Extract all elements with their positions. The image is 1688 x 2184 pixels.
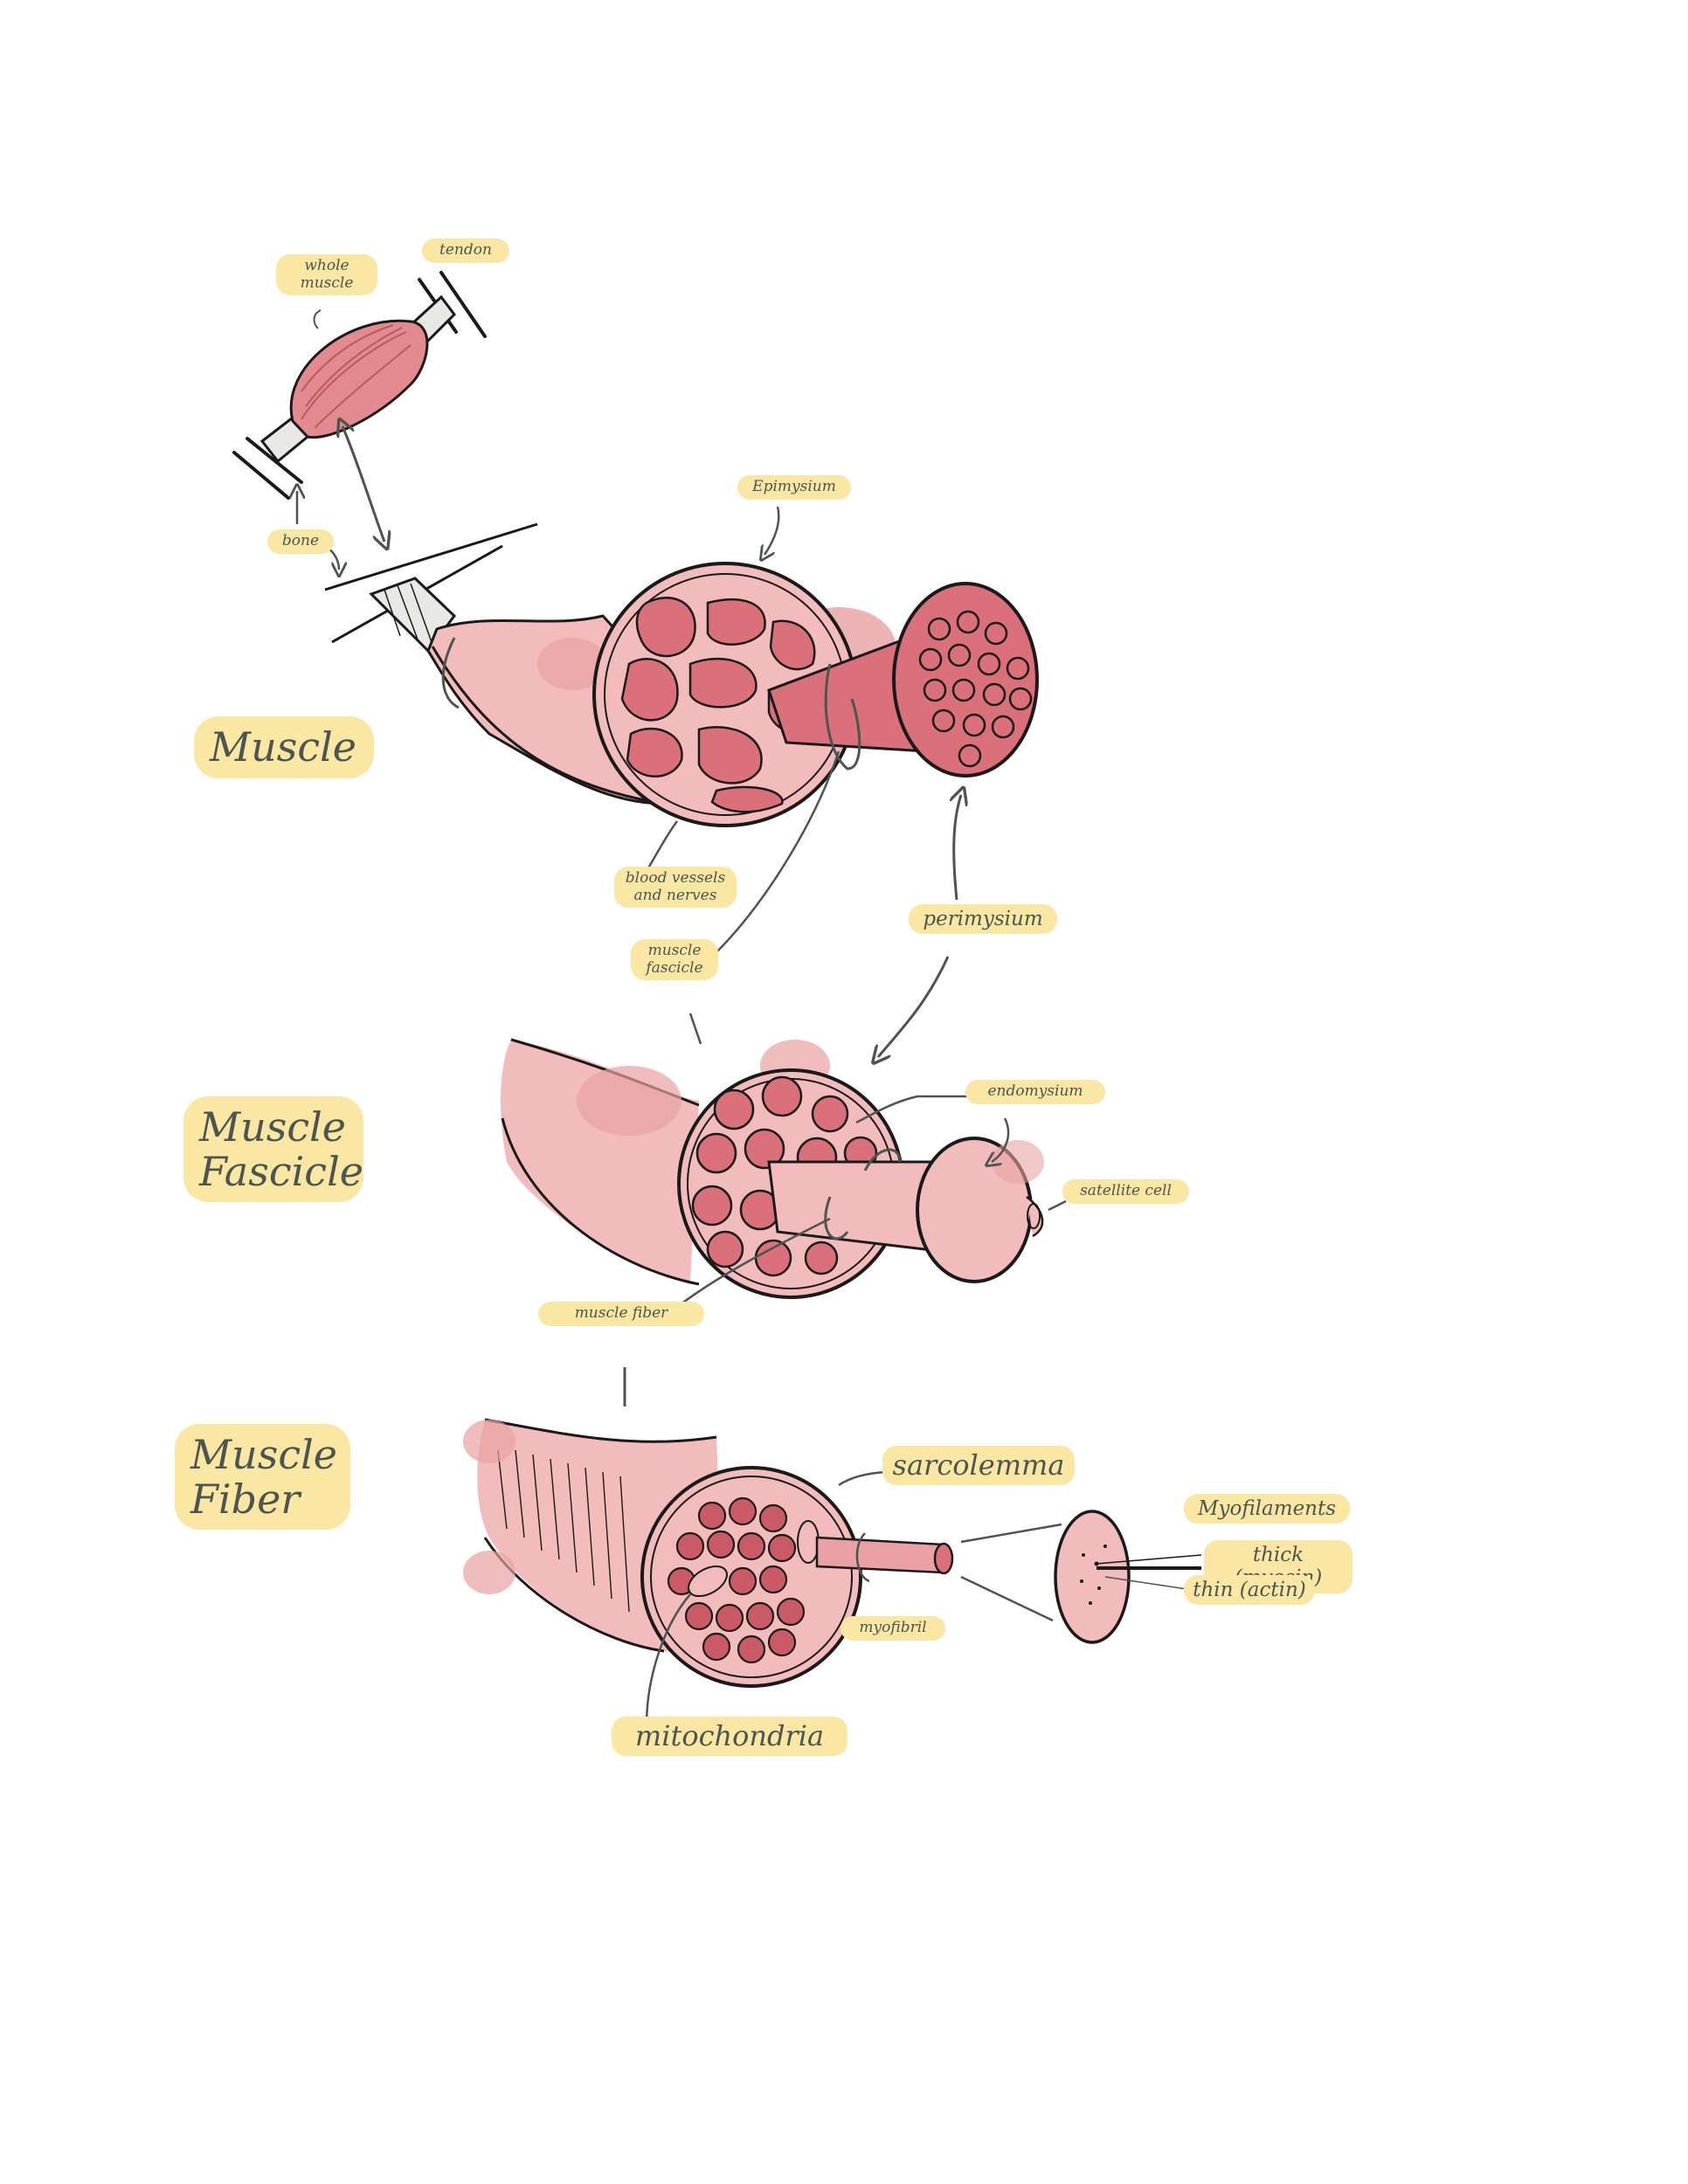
muscle-fiber-label: muscle fiber: [538, 1302, 704, 1326]
myofibril-label: myofibril: [841, 1616, 945, 1641]
myofilaments-label: Myofilaments: [1184, 1494, 1350, 1524]
muscle-cross-section: [324, 506, 1039, 1057]
blood-vessels-label: blood vessels and nerves: [614, 867, 737, 909]
muscle-fascicle-label: muscle fascicle: [631, 939, 718, 981]
endomysium-label: endomysium: [965, 1080, 1105, 1104]
whole-muscle-illustration: [232, 271, 487, 570]
fiber-cross-section: [463, 1418, 1202, 1726]
bone-label: bone: [267, 529, 334, 554]
sarcolemma-label: sarcolemma: [882, 1446, 1075, 1485]
thin-actin-label: thin (actin): [1184, 1575, 1315, 1606]
fascicle-cross-section: [501, 1038, 1067, 1406]
mitochondria-label: mitochondria: [612, 1717, 847, 1756]
fiber-title: Muscle Fiber: [175, 1424, 350, 1531]
perimysium-label: perimysium: [909, 904, 1057, 935]
muscle-title: Muscle: [194, 716, 374, 778]
tendon-label: tendon: [422, 238, 509, 263]
satellite-cell-label: satellite cell: [1062, 1179, 1189, 1204]
epimysium-label: Epimysium: [737, 475, 851, 500]
whole-muscle-label: whole muscle: [276, 254, 377, 296]
fascicle-title: Muscle Fascicle: [183, 1096, 363, 1203]
